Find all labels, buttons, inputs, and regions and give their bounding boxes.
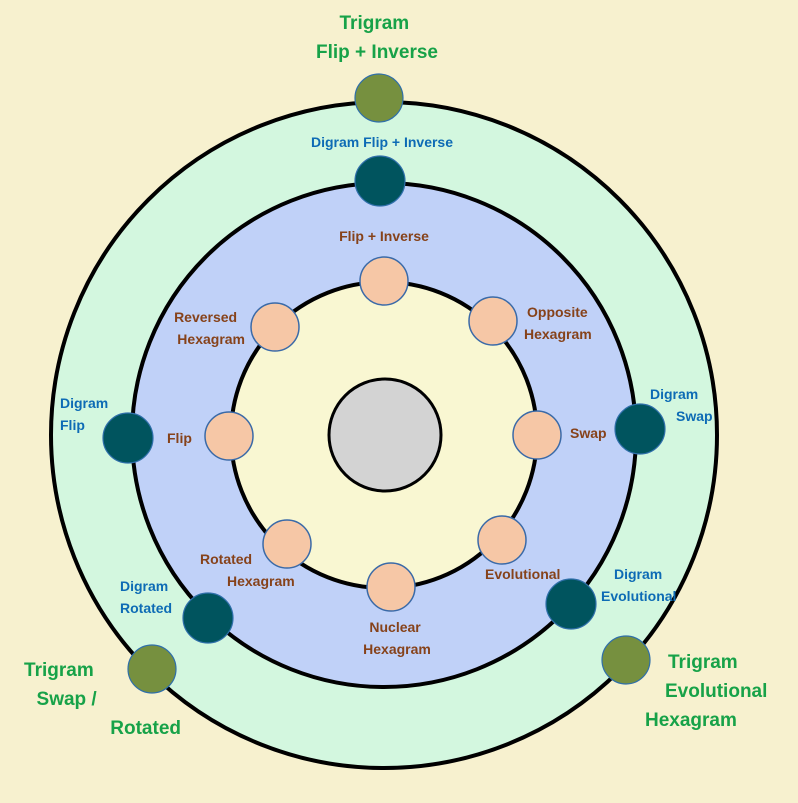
hexagram-nuclear-label: Nuclear Hexagram	[363, 619, 431, 657]
trigram-swap-rotated-label: Trigram Swap / Rotated	[24, 660, 181, 739]
hexagram-nuclear-node[interactable]	[366, 562, 416, 612]
hexagram-swap-node[interactable]	[512, 410, 562, 460]
hexagram-rotated-label: Rotated Hexagram	[200, 551, 295, 589]
digram-flip-node[interactable]	[102, 412, 154, 464]
trigram-evolutional-node[interactable]	[601, 635, 651, 685]
trigram-flip-inverse-label: Trigram Flip + Inverse	[316, 13, 438, 63]
trigram-evolutional-label: Trigram Evolutional Hexagram	[645, 652, 773, 731]
hexagram-reversed-label: Reversed Hexagram	[174, 309, 245, 347]
hexagram-labels: Flip + Inverse Reversed Hexagram Opposit…	[167, 228, 607, 657]
digram-flip-label: Digram Flip	[60, 395, 112, 433]
hexagram-evolutional-node[interactable]	[477, 515, 527, 565]
digram-flip-inverse-label: Digram Flip + Inverse	[311, 134, 453, 150]
digram-rotated-node[interactable]	[182, 592, 234, 644]
hexagram-opposite-label: Opposite Hexagram	[524, 304, 592, 342]
center-disc	[327, 377, 443, 493]
trigram-swap-rotated-node[interactable]	[127, 644, 177, 694]
trigram-labels: Trigram Flip + Inverse Trigram Swap / Ro…	[24, 13, 773, 739]
digram-evolutional-label: Digram Evolutional	[601, 566, 676, 604]
digram-evolutional-node[interactable]	[545, 578, 597, 630]
digram-swap-node[interactable]	[614, 403, 666, 455]
hexagram-reversed-node[interactable]	[250, 302, 300, 352]
trigram-nodes	[127, 73, 651, 694]
hexagram-swap-label: Swap	[570, 425, 607, 441]
digram-labels: Digram Flip + Inverse Digram Flip Digram…	[60, 134, 713, 616]
hexagram-rotated-node[interactable]	[262, 519, 312, 569]
hexagram-evolutional-label: Evolutional	[485, 566, 560, 582]
digram-flip-inverse-node[interactable]	[354, 155, 406, 207]
digram-swap-label: Digram Swap	[650, 386, 713, 424]
hexagram-flip-inverse-node[interactable]	[359, 256, 409, 306]
hexagram-flip-label: Flip	[167, 430, 192, 446]
hexagram-nodes	[204, 256, 562, 612]
hexagram-flip-node[interactable]	[204, 411, 254, 461]
hexagram-flip-inverse-label: Flip + Inverse	[339, 228, 429, 244]
trigram-flip-inverse-node[interactable]	[354, 73, 404, 123]
hexagram-opposite-node[interactable]	[468, 296, 518, 346]
digram-nodes	[102, 155, 666, 644]
digram-rotated-label: Digram Rotated	[120, 578, 172, 616]
